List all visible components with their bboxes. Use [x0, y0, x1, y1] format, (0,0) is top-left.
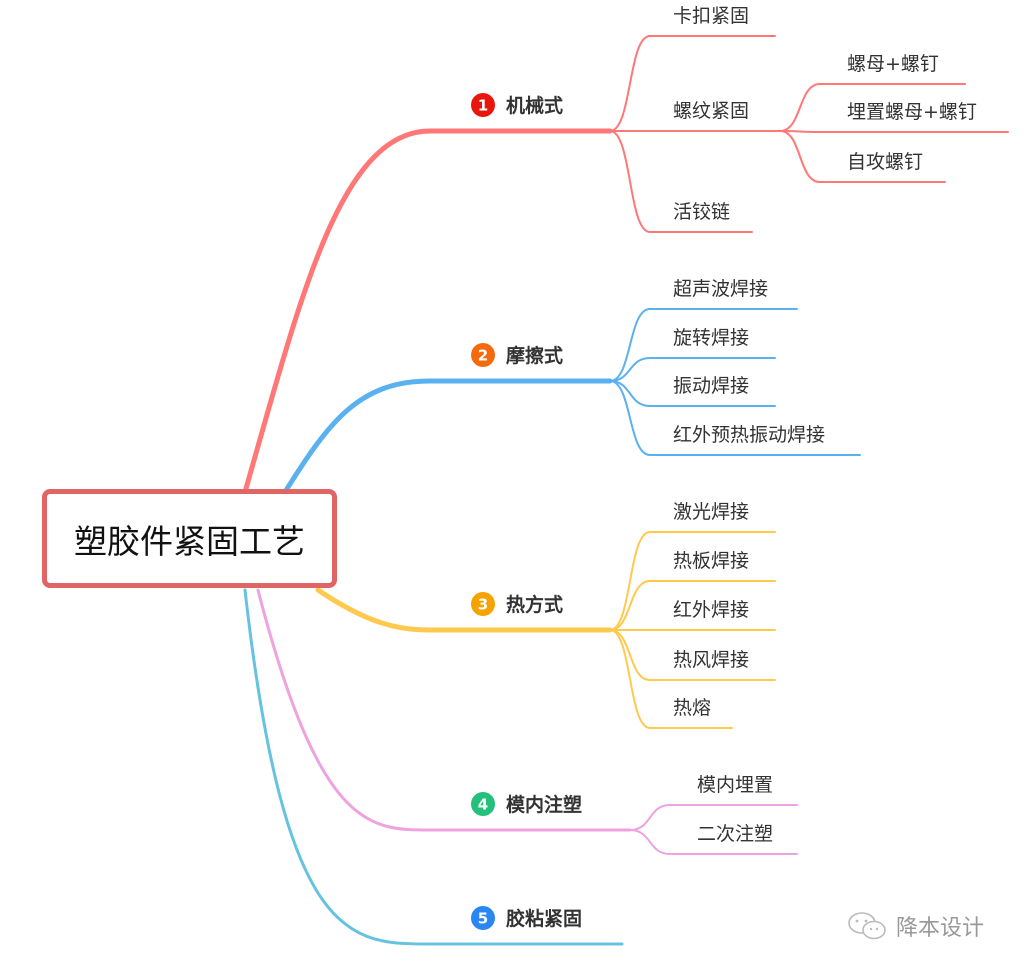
branch-node-3[interactable]: 3 热方式: [471, 592, 563, 616]
child-line: [609, 580, 776, 631]
grandchild-line: [779, 130, 946, 183]
child-line: [609, 531, 776, 631]
badge-number: 5: [478, 910, 488, 928]
child-node[interactable]: 卡扣紧固: [673, 5, 749, 27]
grandchild-line: [779, 130, 1009, 133]
branch-node-5[interactable]: 5 胶粘紧固: [471, 906, 582, 930]
child-line: [629, 804, 798, 831]
root-node[interactable]: 塑胶件紧固工艺: [42, 489, 337, 588]
child-line: [609, 35, 776, 132]
number-badge-icon: [471, 93, 495, 117]
badge-number: 1: [478, 97, 488, 115]
child-line: [609, 357, 776, 382]
watermark-label: 降本设计: [896, 916, 985, 941]
child-node[interactable]: 热熔: [673, 697, 711, 719]
child-node[interactable]: 热风焊接: [673, 649, 749, 671]
child-node[interactable]: 二次注塑: [697, 823, 773, 845]
branch-line-4: [256, 588, 632, 832]
child-node[interactable]: 螺纹紧固: [673, 100, 749, 122]
grandchild-node[interactable]: 埋置螺母+螺钉: [847, 101, 977, 123]
branch-line-2: [282, 378, 613, 495]
branch-line-3: [315, 587, 613, 633]
child-node[interactable]: 红外焊接: [673, 599, 749, 621]
number-badge-icon: [471, 343, 495, 367]
child-node[interactable]: 激光焊接: [673, 501, 749, 523]
branch-label: 摩擦式: [506, 344, 563, 367]
child-node[interactable]: 旋转焊接: [673, 327, 749, 349]
wechat-icon: [848, 912, 886, 940]
child-line: [609, 308, 798, 382]
badge-number: 2: [478, 347, 488, 365]
grandchild-node[interactable]: 自攻螺钉: [847, 151, 923, 173]
branch-label: 机械式: [506, 94, 563, 117]
branch-line-1: [242, 128, 613, 495]
grandchild-node[interactable]: 螺母+螺钉: [847, 53, 939, 75]
number-badge-icon: [471, 906, 495, 930]
branch-label: 胶粘紧固: [506, 907, 582, 930]
child-node[interactable]: 振动焊接: [673, 375, 749, 397]
branch-node-2[interactable]: 2 摩擦式: [471, 343, 563, 367]
child-line: [609, 629, 733, 729]
child-node[interactable]: 红外预热振动焊接: [673, 424, 825, 446]
branch-node-1[interactable]: 1 机械式: [471, 93, 563, 117]
branch-line-5: [243, 588, 624, 946]
watermark: 降本设计: [846, 910, 984, 942]
grandchild-line: [779, 83, 966, 132]
branch-label: 模内注塑: [506, 793, 582, 816]
badge-number: 4: [478, 796, 488, 814]
child-line: [609, 130, 753, 233]
number-badge-icon: [471, 592, 495, 616]
badge-number: 3: [478, 596, 488, 614]
child-line: [609, 380, 861, 456]
child-node[interactable]: 超声波焊接: [673, 278, 768, 300]
child-node[interactable]: 热板焊接: [673, 550, 749, 572]
child-line: [609, 629, 776, 681]
child-node[interactable]: 活铰链: [673, 201, 730, 223]
child-node[interactable]: 模内埋置: [697, 774, 773, 796]
branch-node-4[interactable]: 4 模内注塑: [471, 792, 582, 816]
child-line: [609, 380, 776, 407]
number-badge-icon: [471, 792, 495, 816]
child-line: [629, 829, 798, 855]
root-label: 塑胶件紧固工艺: [74, 521, 305, 561]
branch-label: 热方式: [506, 593, 563, 616]
